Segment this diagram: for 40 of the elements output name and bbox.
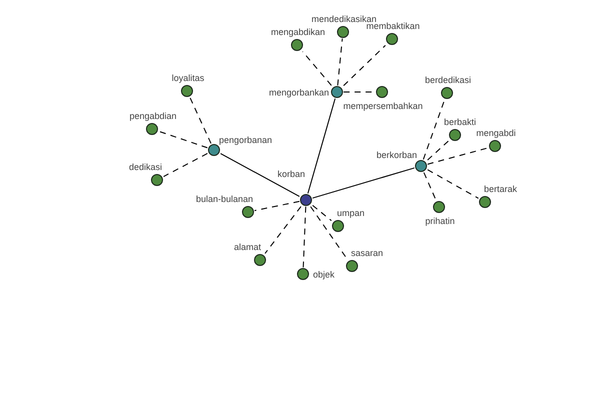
dashed-line: [427, 147, 489, 165]
dashed-line: [427, 140, 449, 160]
node-label: pengorbanan: [219, 135, 272, 146]
node-label: objek: [313, 270, 335, 280]
dashed-line: [310, 206, 348, 260]
dashed-line: [423, 172, 437, 201]
dashed-line: [312, 204, 332, 222]
dashed-line: [337, 38, 343, 86]
node-label: membaktikan: [366, 21, 420, 32]
node-label: mengabdi: [476, 128, 516, 139]
connector-line: [220, 153, 300, 197]
node-label: mempersembahkan: [343, 101, 423, 112]
dashed-line: [254, 200, 300, 212]
node-label: berkorban: [376, 150, 417, 161]
node-label: pengabdian: [129, 111, 177, 122]
dashed-line: [264, 206, 302, 254]
node-label: umpan: [337, 208, 365, 219]
dashed-line: [163, 152, 208, 178]
node-label: berdedikasi: [424, 75, 472, 86]
node-label: sasaran: [351, 248, 384, 259]
node-label: bulan-bulanan: [196, 194, 253, 205]
dashed-line: [158, 130, 208, 148]
node-label: alamat: [234, 242, 261, 253]
dashed-line: [343, 44, 386, 86]
node-label: mengabdikan: [270, 27, 326, 38]
dashed-line: [427, 169, 479, 199]
node-label: korban: [277, 169, 305, 180]
node-label: dedikasi: [128, 162, 162, 173]
node-label: mendedikasikan: [311, 14, 377, 24]
connector-line: [307, 98, 336, 194]
dashed-line: [302, 51, 332, 86]
dashed-line: [302, 206, 306, 268]
connector-line: [312, 167, 415, 199]
node-label: berbakti: [444, 117, 476, 128]
node-label: bertarak: [484, 184, 518, 195]
node-label: prihatin: [425, 216, 455, 227]
node-label: mengorbankan: [268, 88, 329, 98]
dashed-line: [190, 97, 212, 144]
node-label: loyalitas: [172, 73, 204, 84]
dashed-line: [422, 99, 446, 160]
